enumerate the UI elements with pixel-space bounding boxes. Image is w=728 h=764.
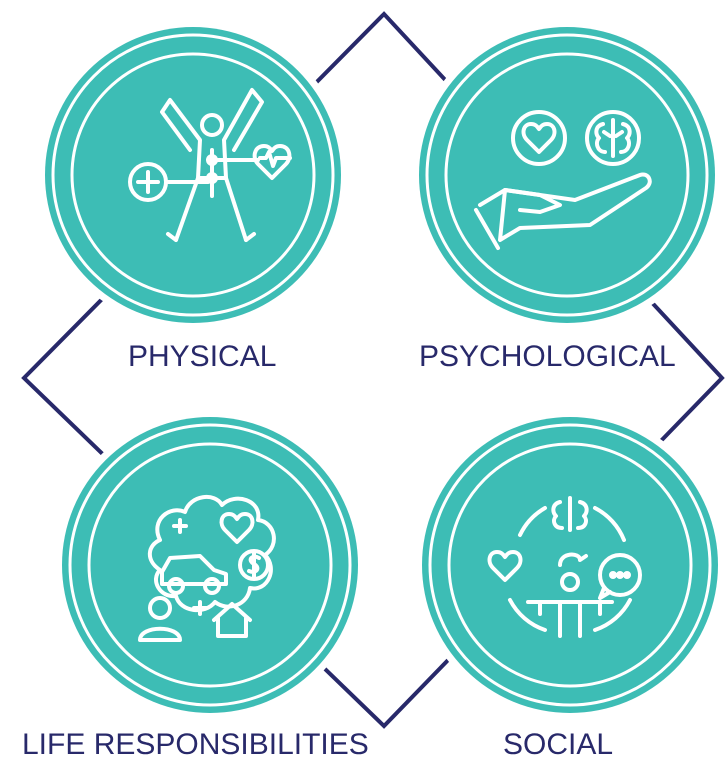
physical-label: PHYSICAL <box>128 340 277 373</box>
social-circle <box>415 410 725 720</box>
life-responsibilities-label: LIFE RESPONSIBILITIES <box>22 728 369 761</box>
life-responsibilities-circle <box>55 410 365 720</box>
physical-circle <box>38 20 348 330</box>
psychological-circle <box>412 20 722 330</box>
hand-heart-brain-icon <box>474 110 652 250</box>
psychological-label: PSYCHOLOGICAL <box>419 340 676 373</box>
body-heart-health-icon <box>128 88 292 242</box>
social-label: SOCIAL <box>503 728 614 761</box>
social-person-brain-chat-icon <box>487 496 642 638</box>
life-responsibilities-icon <box>138 495 276 642</box>
